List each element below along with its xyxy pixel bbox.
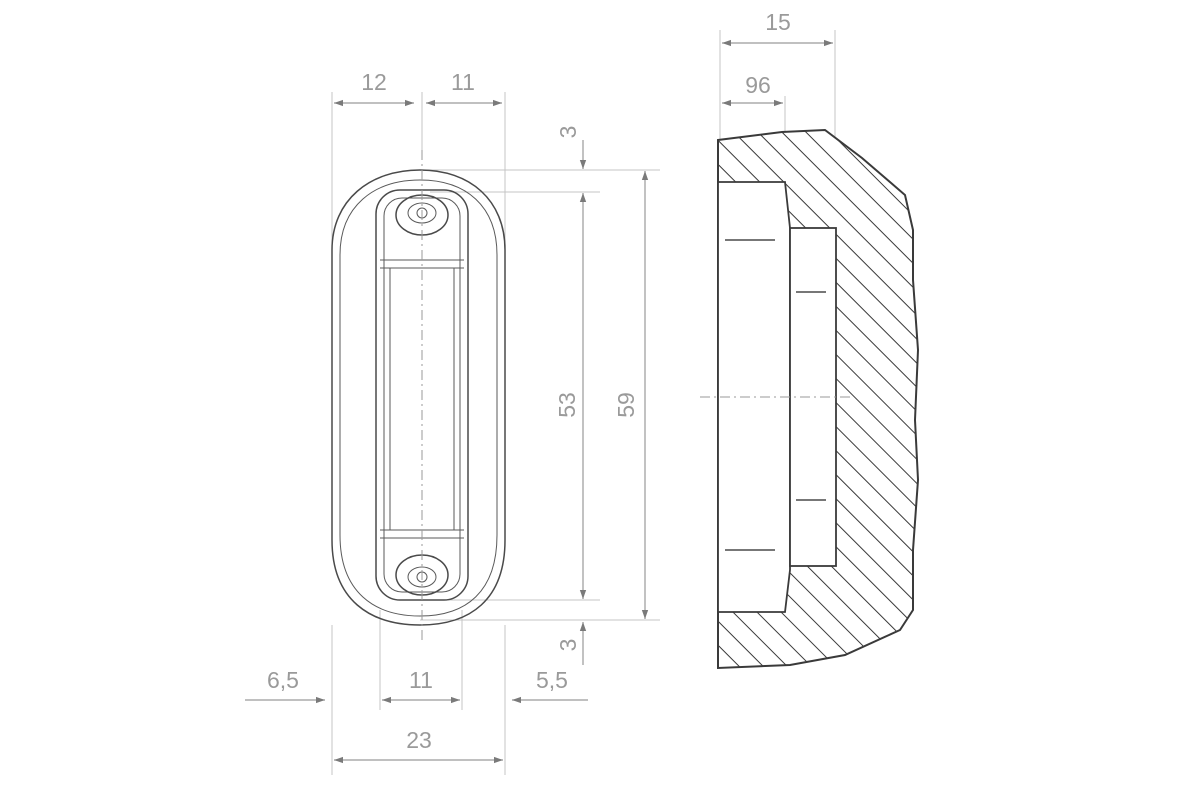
inner-rim bbox=[339, 179, 498, 617]
extension-lines bbox=[331, 92, 660, 775]
section-view: 15 96 bbox=[700, 9, 920, 670]
dimension-top-offset: 3 bbox=[555, 126, 587, 169]
dimension-inner-height: 53 bbox=[554, 193, 587, 599]
dimension-left-margin: 6,5 bbox=[245, 667, 325, 704]
svg-text:96: 96 bbox=[745, 72, 771, 98]
svg-text:15: 15 bbox=[765, 9, 791, 35]
dimension-overall-width: 23 bbox=[334, 727, 503, 764]
svg-text:53: 53 bbox=[554, 392, 580, 418]
svg-text:59: 59 bbox=[613, 392, 639, 418]
svg-text:12: 12 bbox=[361, 69, 387, 95]
svg-text:11: 11 bbox=[409, 667, 433, 693]
dimension-overall-depth: 15 bbox=[722, 9, 833, 47]
dimension-slot-width: 11 bbox=[382, 667, 460, 704]
outer-rim bbox=[331, 169, 506, 626]
svg-text:6,5: 6,5 bbox=[267, 667, 299, 693]
dimension-recess-depth: 96 bbox=[722, 72, 783, 107]
svg-text:23: 23 bbox=[406, 727, 432, 753]
dimension-top-right-width: 11 bbox=[426, 69, 502, 107]
dimension-right-margin: 5,5 bbox=[512, 667, 588, 704]
dimension-top-left-width: 12 bbox=[334, 69, 414, 107]
front-view: 12 11 3 53 59 3 6,5 bbox=[245, 69, 660, 775]
svg-text:3: 3 bbox=[555, 639, 581, 652]
svg-text:3: 3 bbox=[555, 126, 581, 139]
svg-text:5,5: 5,5 bbox=[536, 667, 568, 693]
svg-text:11: 11 bbox=[451, 69, 475, 95]
dimension-overall-height: 59 bbox=[613, 171, 649, 619]
dimension-bottom-offset: 3 bbox=[555, 622, 587, 665]
